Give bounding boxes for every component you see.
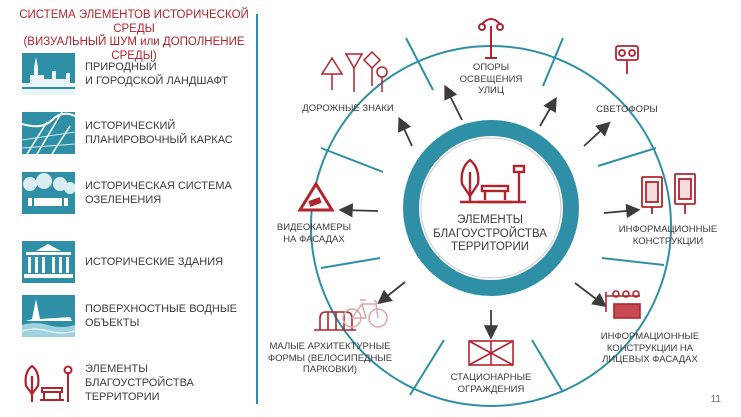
tree-bench-lamp-icon [460,158,526,204]
camera-sign-icon [297,181,335,212]
node-label-facade-info: ИНФОРМАЦИОННЫЕ КОНСТРУКЦИИ НА ЛИЦЕВЫХ ФА… [600,331,700,365]
facade-sign-icon [605,290,641,319]
connector-arrows [338,84,641,340]
category-label: ПОВЕРХНОСТНЫЕ ВОДНЫЕ ОБЪЕКТЫ [85,303,237,329]
tree-bench-lamp-icon [22,362,75,404]
node-label-info: ИНФОРМАЦИОННЫЕ КОНСТРУКЦИИ [618,224,718,247]
center-label: ЭЛЕМЕНТЫ БЛАГОУСТРОЙСТВА ТЕРРИТОРИИ [433,214,547,253]
node-label-fences: СТАЦИОНАРНЫЕ ОГРАЖДЕНИЯ [450,372,532,395]
road-signs-icon [320,50,388,92]
category-greenery: ИСТОРИЧЕСКАЯ СИСТЕМА ОЗЕЛЕНЕНИЯ [22,172,252,214]
bicycle-icon [342,299,388,328]
category-improvement: ЭЛЕМЕНТЫ БЛАГОУСТРОЙСТВА ТЕРРИТОРИИ [22,362,252,404]
fortress-water-icon [22,295,75,337]
category-label: ИСТОРИЧЕСКАЯ СИСТЕМА ОЗЕЛЕНЕНИЯ [85,180,232,206]
category-label: ПРИРОДНЫЙ И ГОРОДСКОЙ ЛАНДШАФТ [85,61,228,87]
node-label-lighting: ОПОРЫ ОСВЕЩЕНИЯ УЛИЦ [459,62,523,96]
page-number: 11 [710,394,721,405]
city-map-icon [22,112,75,154]
fence-icon [468,340,514,366]
node-label-cameras: ВИДЕОКАМЕРЫ НА ФАСАДАХ [276,222,352,245]
category-buildings: ИСТОРИЧЕСКИЕ ЗДАНИЯ [22,241,252,283]
center-disc [420,137,562,279]
street-lamp-icon [478,18,504,59]
traffic-light-icon [615,45,639,74]
category-label: ЭЛЕМЕНТЫ БЛАГОУСТРОЙСТВА ТЕРРИТОРИИ [85,363,194,403]
category-water: ПОВЕРХНОСТНЫЕ ВОДНЫЕ ОБЪЕКТЫ [22,295,252,337]
category-planning: ИСТОРИЧЕСКИЙ ПЛАНИРОВОЧНЫЙ КАРКАС [22,112,252,154]
park-icon [22,172,75,214]
node-label-road-signs: ДОРОЖНЫЕ ЗНАКИ [302,103,394,114]
category-landscape: ПРИРОДНЫЙ И ГОРОДСКОЙ ЛАНДШАФТ [22,53,252,95]
skyline-icon [22,53,75,95]
center-ring [403,120,579,296]
node-label-traffic-lights: СВЕТОФОРЫ [596,104,658,115]
category-label: ИСТОРИЧЕСКИЕ ЗДАНИЯ [85,256,224,268]
divider-line [256,14,258,404]
classical-building-icon [22,241,75,283]
page-title: СИСТЕМА ЭЛЕМЕНТОВ ИСТОРИЧЕСКОЙ СРЕДЫ (ВИ… [19,9,249,62]
category-label: ИСТОРИЧЕСКИЙ ПЛАНИРОВОЧНЫЙ КАРКАС [85,120,233,146]
billboard-icon [641,173,696,214]
node-label-small-forms: МАЛЫЕ АРХИТЕКТУРНЫЕ ФОРМЫ (ВЕЛОСИПЕДНЫЕ … [267,341,393,375]
sector-dividers [320,37,665,396]
